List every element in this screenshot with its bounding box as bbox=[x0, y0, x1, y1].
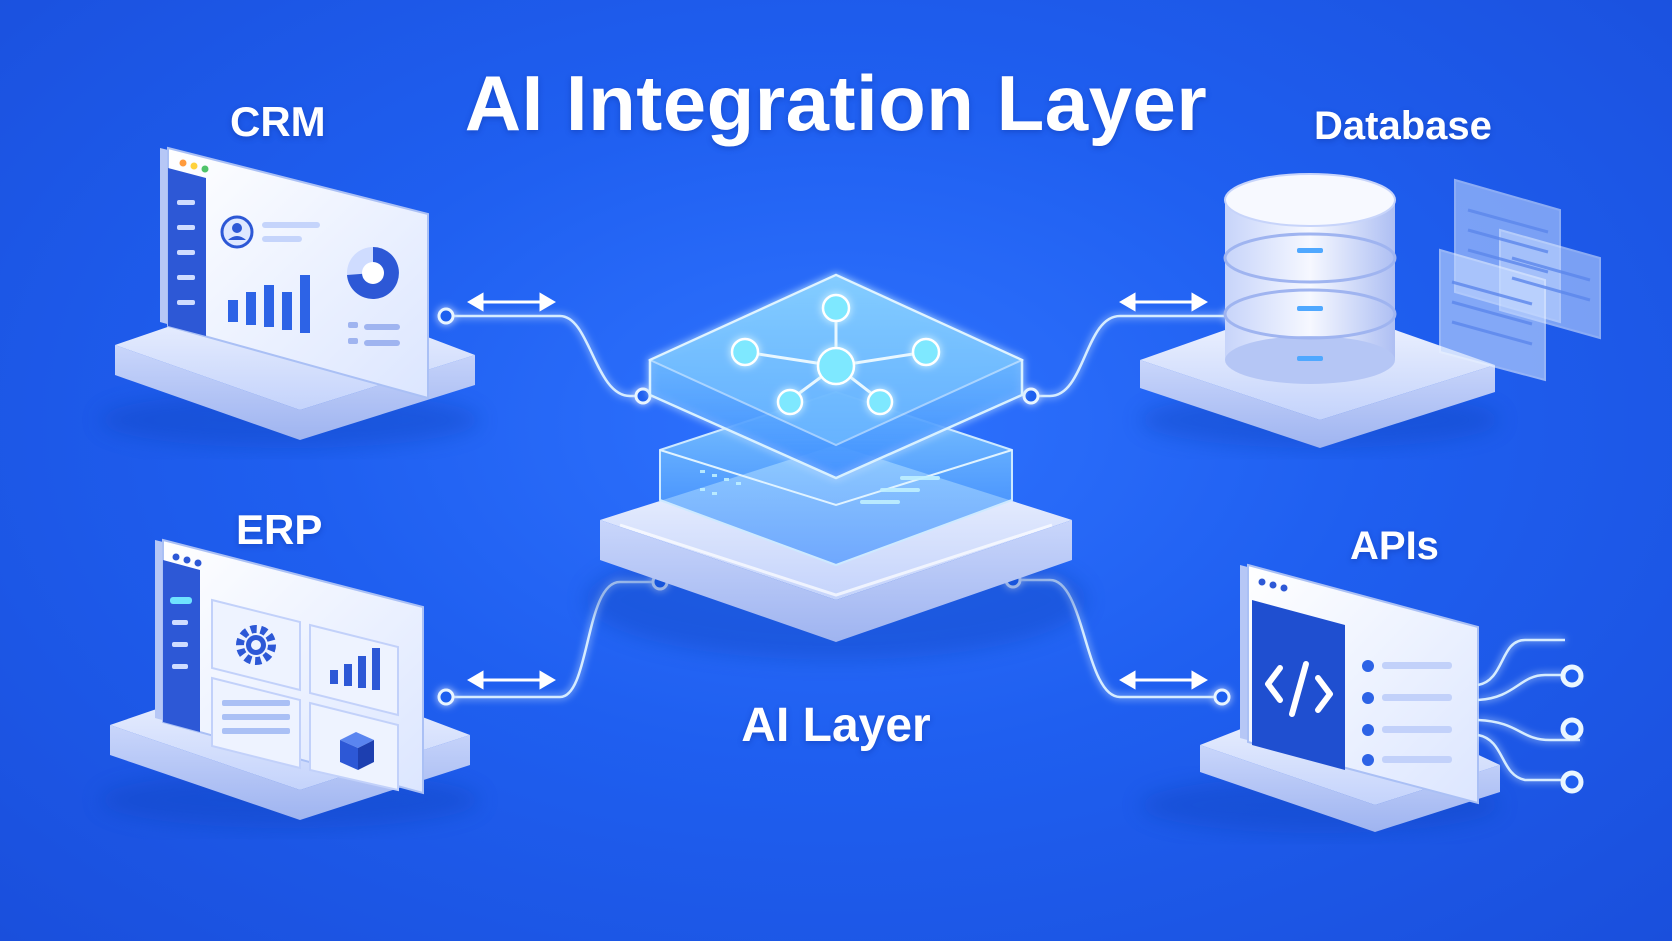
gear-icon bbox=[236, 625, 276, 665]
page-title: AI Integration Layer bbox=[464, 59, 1208, 147]
network-hub-icon bbox=[730, 293, 941, 416]
api-endpoint-dots bbox=[1560, 664, 1584, 794]
ai-layer-label: AI Layer bbox=[741, 699, 931, 752]
box-icon bbox=[340, 732, 374, 770]
code-brackets-icon bbox=[1265, 661, 1333, 717]
code-monitor-icon bbox=[1240, 563, 1479, 805]
dashboard-monitor-icon bbox=[160, 146, 429, 400]
apis-station bbox=[1140, 563, 1584, 833]
ai-layer-hub bbox=[586, 273, 1086, 660]
apis-label: APIs bbox=[1350, 524, 1439, 568]
connector-crm bbox=[446, 314, 646, 398]
erp-label: ERP bbox=[236, 506, 323, 553]
database-station bbox=[1140, 173, 1601, 448]
erp-station bbox=[100, 538, 480, 828]
erp-monitor-icon bbox=[155, 538, 424, 795]
data-table-panels bbox=[1439, 178, 1601, 382]
bidirectional-arrow-icons bbox=[467, 292, 1208, 690]
crm-station bbox=[100, 146, 480, 448]
crm-label: CRM bbox=[230, 98, 326, 145]
connector-database bbox=[1030, 314, 1233, 398]
api-endpoint-wires bbox=[1477, 638, 1580, 782]
database-cylinder-icon bbox=[1223, 173, 1397, 384]
database-label: Database bbox=[1314, 104, 1492, 148]
